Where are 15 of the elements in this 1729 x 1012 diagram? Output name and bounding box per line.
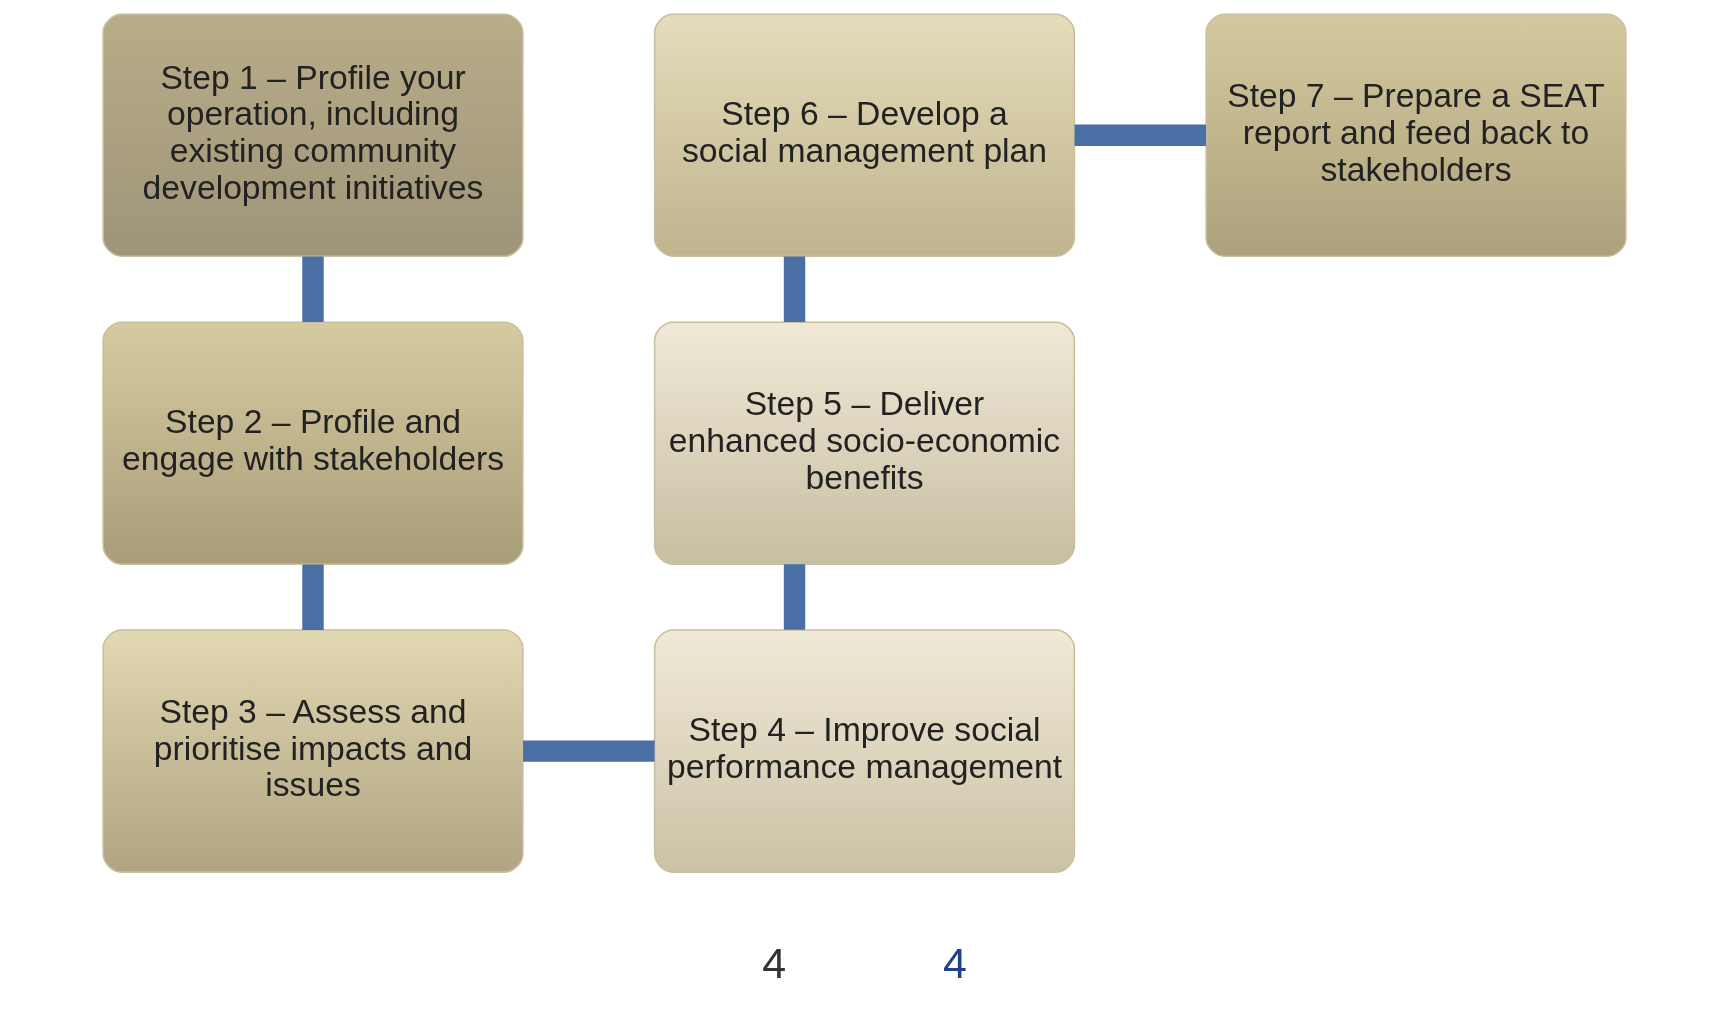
- node-box: Step 7 – Prepare a SEAT report and feed back to stakeholders: [1205, 13, 1627, 258]
- node-box: Step 2 – Profile and engage with stakeholders: [102, 321, 524, 565]
- node-box: Step 1 – Profile your operation, including existing community development initiatives: [102, 13, 524, 258]
- connector: [302, 256, 324, 323]
- node-box: Step 3 – Assess and prioritise impacts and issues: [102, 629, 524, 873]
- connector: [523, 740, 655, 762]
- connector: [302, 564, 324, 630]
- connector: [783, 256, 806, 322]
- node-box: Step 4 – Improve social performance management: [653, 629, 1076, 873]
- connector: [783, 564, 806, 630]
- node-box: Step 6 – Develop a social management plan: [653, 13, 1076, 258]
- connector: [1074, 124, 1207, 146]
- label: 4: [942, 939, 967, 988]
- label: 4: [762, 939, 787, 988]
- node-box: Step 5 – Deliver enhanced socio-economic benefits: [653, 321, 1076, 565]
